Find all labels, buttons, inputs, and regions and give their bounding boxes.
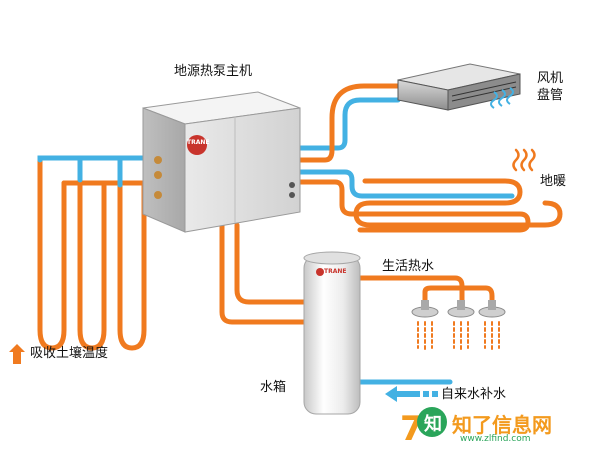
left-arrow-icon xyxy=(385,386,438,402)
tank-pipes xyxy=(219,222,495,325)
unit-brand-logo: TRANE xyxy=(187,139,210,146)
unit-logo-badge xyxy=(187,135,207,155)
heat-pump-unit xyxy=(142,91,301,233)
steam-icon xyxy=(512,148,536,172)
watermark-url: www.zlfind.com xyxy=(460,434,531,444)
shower-head-3 xyxy=(478,300,506,318)
shower-head-2 xyxy=(447,300,475,318)
tank-return-pipe xyxy=(219,222,307,325)
fan-coil-label: 风机盘管 xyxy=(537,71,564,103)
main-unit-label: 地源热泵主机 xyxy=(174,64,253,79)
ground-supply-pipe xyxy=(37,155,175,163)
hot-water-label: 生活热水 xyxy=(382,259,435,274)
ground-loop-1 xyxy=(37,157,67,351)
floor-heating-coil xyxy=(353,178,563,228)
ground-supply xyxy=(37,155,175,188)
airflow-icon xyxy=(490,87,514,109)
shower-head-1 xyxy=(411,300,439,318)
tap-water-label: 自来水补水 xyxy=(441,387,507,402)
fan-coil-supply xyxy=(292,97,401,151)
fan-coil-return xyxy=(292,83,401,163)
floor-heating-label: 地暖 xyxy=(540,174,567,189)
fan-coil-unit xyxy=(397,63,521,111)
up-arrow-icon xyxy=(9,344,25,364)
watermark-logo-text: 知了信息网 xyxy=(452,413,552,437)
ground-loop-2 xyxy=(77,177,107,351)
floor-supply xyxy=(292,169,515,199)
tank-label: 水箱 xyxy=(260,380,287,395)
tank-brand-logo: TRANE xyxy=(324,268,347,275)
watermark-logo-icon: 7 知 xyxy=(400,407,447,449)
spray-drops xyxy=(417,321,500,353)
hot-water-manifold xyxy=(422,285,495,303)
tank-feed-pipe xyxy=(234,222,307,305)
svg-text:知: 知 xyxy=(424,413,442,435)
ground-temp-label: 吸收土壤温度 xyxy=(30,346,109,361)
water-tank xyxy=(303,251,361,415)
spray-icon xyxy=(411,300,506,353)
ground-loop-3 xyxy=(117,180,147,351)
